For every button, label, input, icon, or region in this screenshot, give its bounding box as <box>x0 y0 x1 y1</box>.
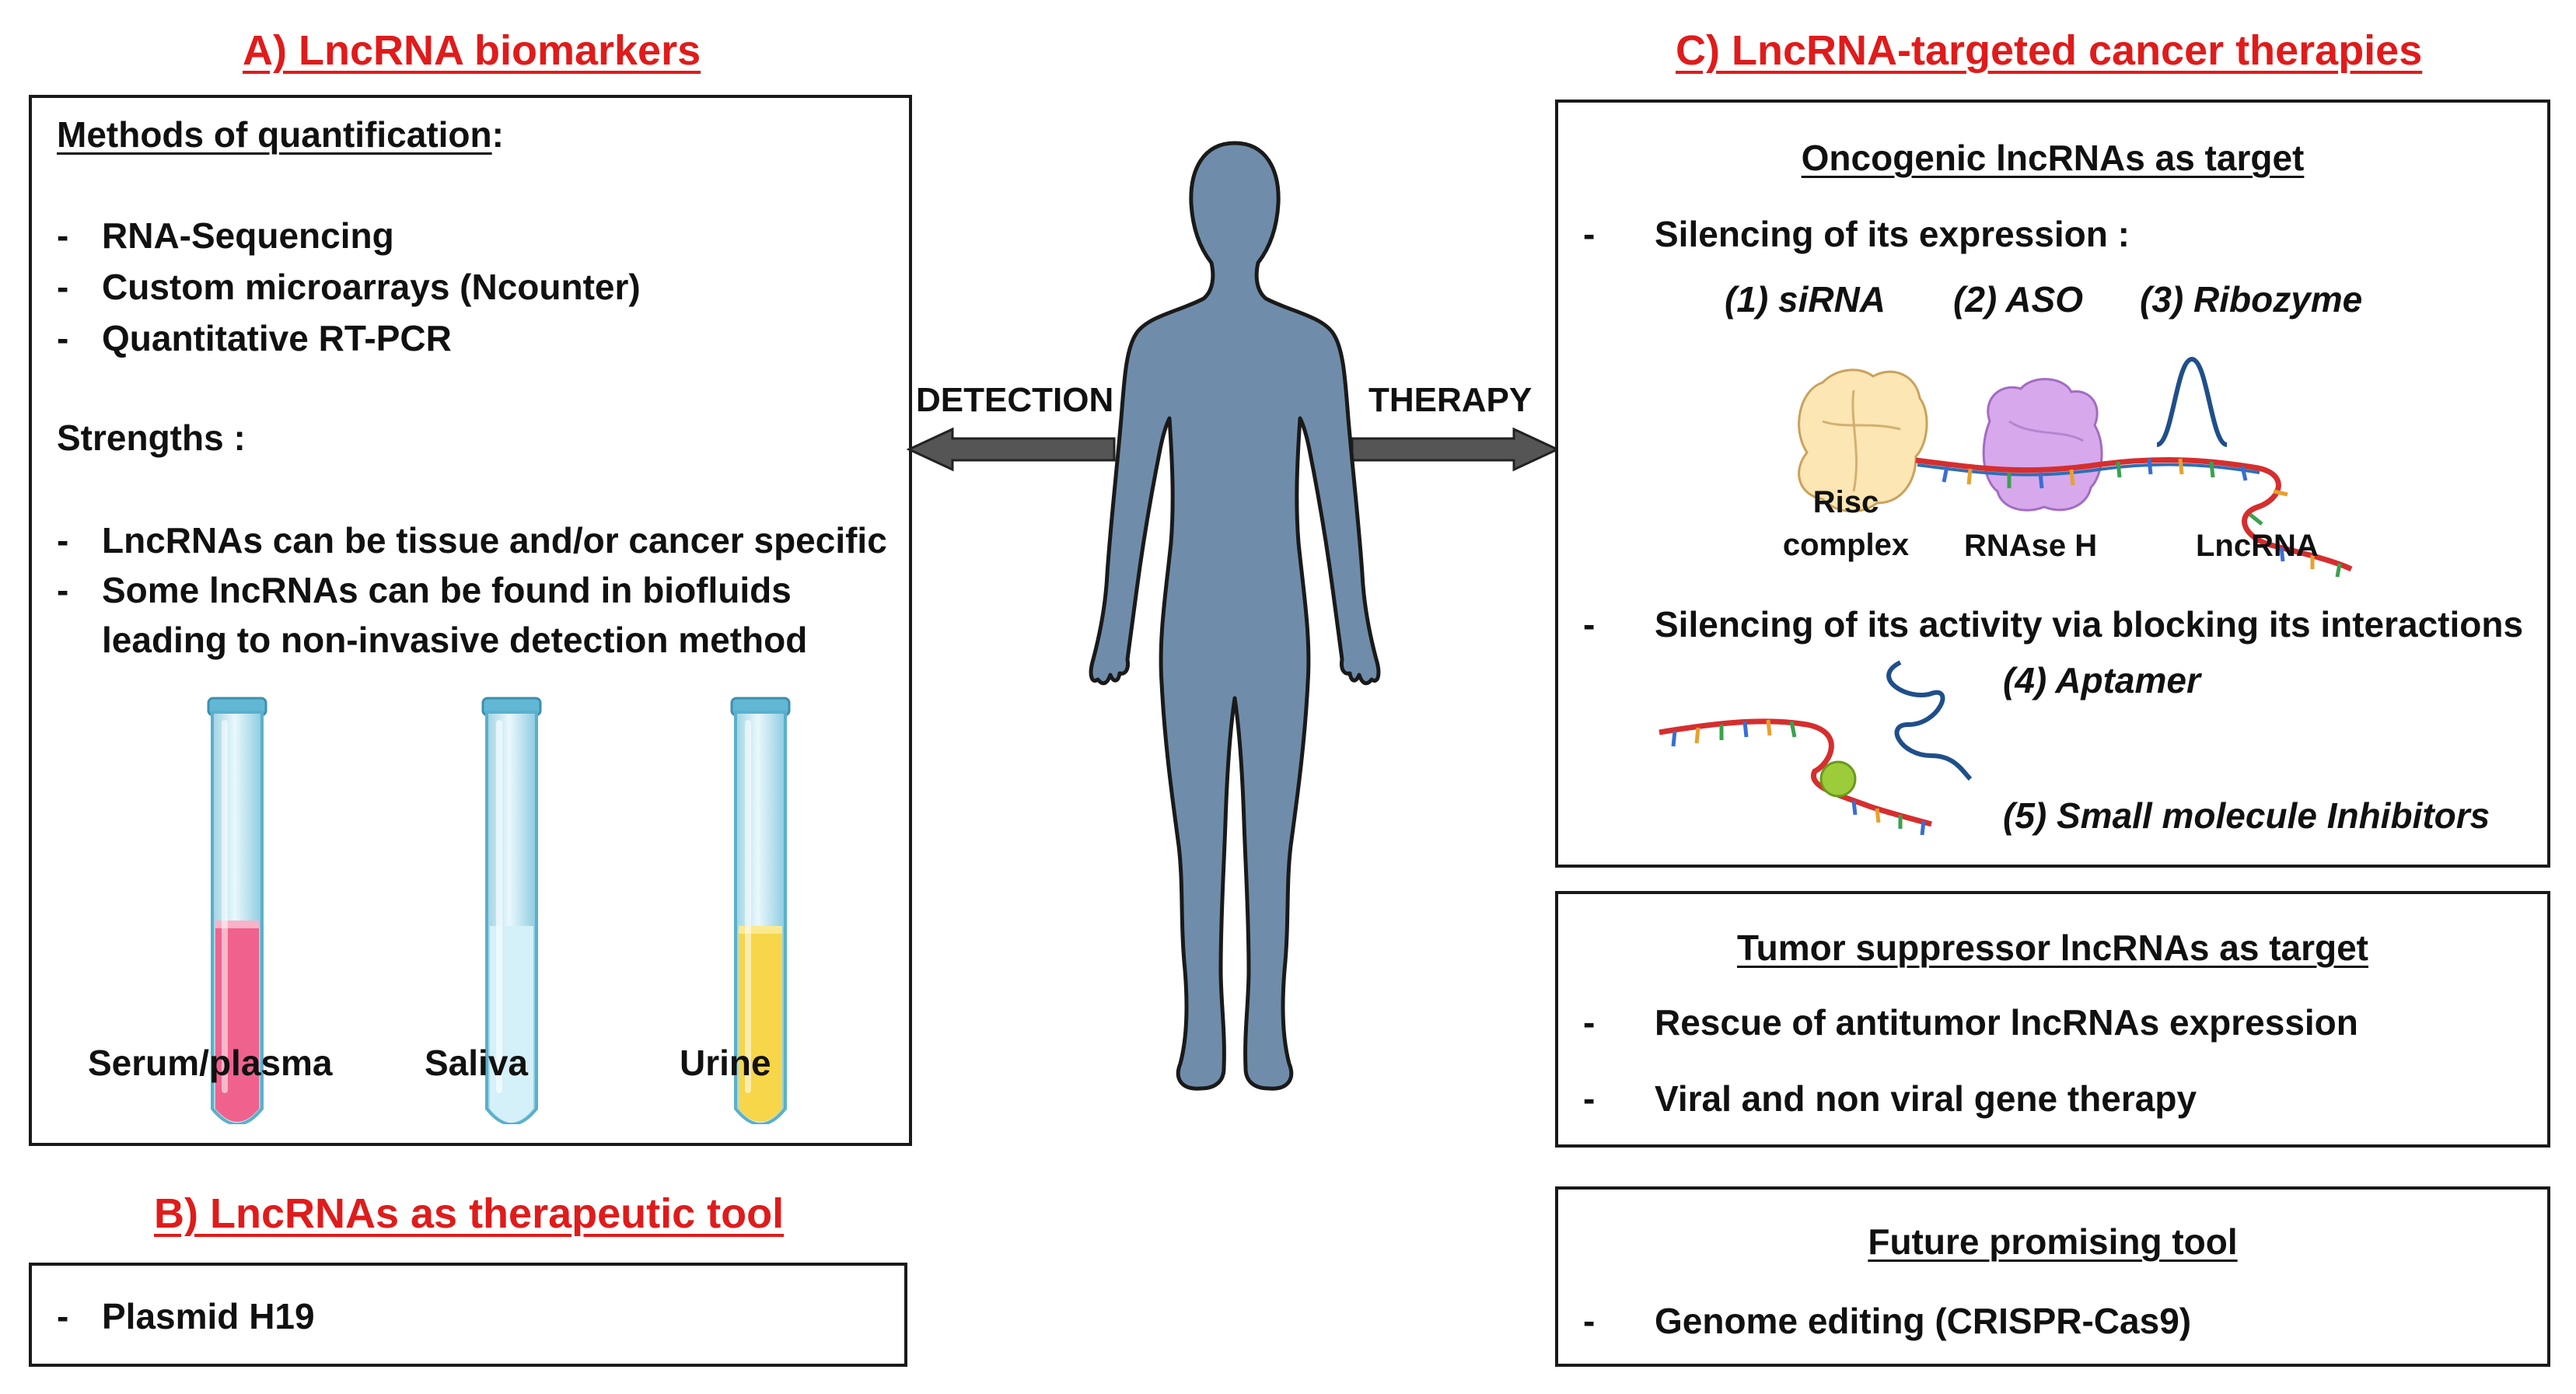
saliva-tube-icon <box>481 697 542 1124</box>
rnase-label: RNAse H <box>1964 529 2098 563</box>
tumor-item: -Viral and non viral gene therapy <box>1583 1078 2197 1119</box>
strengths-heading: Strengths : <box>57 418 246 458</box>
future-item-crispr: Genome editing (CRISPR-Cas9) <box>1655 1301 2192 1341</box>
silencing-activity-item: -Silencing of its activity via blocking … <box>1583 604 2524 645</box>
strength-item: -Some lncRNAs can be found in biofluids <box>57 570 792 610</box>
risc-label: Risc complex <box>1768 485 1924 563</box>
future-heading: Future promising tool <box>1868 1221 2238 1262</box>
future-tool-panel: Future promising tool -Genome editing (C… <box>1555 1186 2550 1367</box>
rnase-h-icon <box>1982 378 2103 512</box>
silencing-expression-text: Silencing of its expression : <box>1655 214 2130 254</box>
section-b-title: B) LncRNAs as therapeutic tool <box>154 1190 785 1237</box>
therapeutic-tool-panel: -Plasmid H19 <box>29 1263 907 1367</box>
strength-specific: LncRNAs can be tissue and/or cancer spec… <box>102 520 887 561</box>
tumor-item: -Rescue of antitumor lncRNAs expression <box>1583 1002 2358 1043</box>
risc-label-line1: Risc <box>1812 485 1879 519</box>
method-item: -Quantitative RT-PCR <box>57 318 452 358</box>
oncogenic-panel: Oncogenic lncRNAs as target -Silencing o… <box>1555 100 2550 868</box>
tool-item: -Plasmid H19 <box>57 1296 315 1336</box>
method-sirna: (1) siRNA <box>1725 279 1886 320</box>
risc-label-line2: complex <box>1782 528 1910 562</box>
detection-arrow <box>906 427 1116 472</box>
method-item: -RNA-Sequencing <box>57 215 394 256</box>
tumor-suppressor-heading: Tumor suppressor lncRNAs as target <box>1736 928 2368 968</box>
aptamer-icon <box>1886 660 1973 781</box>
methods-colon: : <box>491 114 504 155</box>
silencing-expression-illustration <box>1798 356 2353 578</box>
method-rna-seq: RNA-Sequencing <box>102 215 394 256</box>
lncrna-strand <box>1915 457 2353 572</box>
method-ribozyme: (3) Ribozyme <box>2140 279 2363 320</box>
ribozyme-icon <box>2155 356 2228 447</box>
small-molecule-icon <box>1819 760 1857 798</box>
tumor-item-rescue: Rescue of antitumor lncRNAs expression <box>1655 1002 2358 1043</box>
tumor-suppressor-panel: Tumor suppressor lncRNAs as target -Resc… <box>1555 891 2550 1148</box>
method-aso: (2) ASO <box>1953 279 2083 320</box>
strength-item: -LncRNAs can be tissue and/or cancer spe… <box>57 520 887 561</box>
aptamer-label: (4) Aptamer <box>2003 660 2200 700</box>
urine-tube-icon <box>730 697 791 1124</box>
tumor-item-gene-therapy: Viral and non viral gene therapy <box>1655 1078 2197 1119</box>
silencing-expression-item: -Silencing of its expression : <box>1583 214 2130 254</box>
oncogenic-heading: Oncogenic lncRNAs as target <box>1801 138 2305 178</box>
tube-label-serum: Serum/plasma <box>88 1043 333 1083</box>
test-tubes-illustration <box>207 697 791 1124</box>
detection-label: DETECTION <box>916 381 1114 419</box>
risc-complex-icon <box>1798 369 1928 513</box>
tube-label-urine: Urine <box>680 1043 771 1083</box>
therapy-arrow <box>1351 427 1561 472</box>
strength-item-continued: leading to non-invasive detection method <box>102 619 807 661</box>
biomarkers-panel: Methods of quantification: -RNA-Sequenci… <box>29 95 912 1146</box>
silencing-activity-text: Silencing of its activity via blocking i… <box>1655 604 2524 645</box>
serum-tube-icon <box>207 697 267 1124</box>
section-a-title: A) LncRNA biomarkers <box>243 27 701 74</box>
method-rt-pcr: Quantitative RT-PCR <box>102 318 452 358</box>
blocking-interactions-illustration <box>1658 660 1973 836</box>
plasmid-h19: Plasmid H19 <box>102 1296 315 1336</box>
strength-biofluids: Some lncRNAs can be found in biofluids <box>102 570 792 610</box>
strength-noninvasive: leading to non-invasive detection method <box>102 620 808 660</box>
tube-label-saliva: Saliva <box>425 1043 528 1083</box>
future-item: -Genome editing (CRISPR-Cas9) <box>1583 1301 2192 1341</box>
small-molecule-label: (5) Small molecule Inhibitors <box>2003 795 2490 836</box>
section-c-title: C) LncRNA-targeted cancer therapies <box>1676 27 2423 74</box>
method-microarrays: Custom microarrays (Ncounter) <box>102 267 641 307</box>
methods-heading: Methods of quantification <box>57 114 492 155</box>
therapy-label: THERAPY <box>1368 381 1533 419</box>
methods-heading-row: Methods of quantification: <box>57 114 504 155</box>
human-body-icon <box>1089 141 1381 1091</box>
method-item: -Custom microarrays (Ncounter) <box>57 267 641 307</box>
lncrna-label: LncRNA <box>2196 529 2319 563</box>
